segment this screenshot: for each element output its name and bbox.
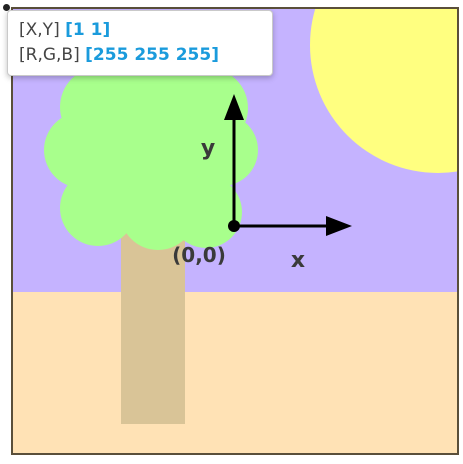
datatip-xy-label: [X,Y]	[19, 20, 60, 40]
datatip-rgb-row: [R,G,B] [255 255 255]	[19, 43, 272, 68]
datatip[interactable]: [X,Y] [1 1] [R,G,B] [255 255 255]	[7, 10, 273, 76]
image-frame	[11, 7, 459, 455]
coordinate-axes	[224, 94, 352, 236]
datatip-rgb-value: [255 255 255]	[85, 45, 219, 65]
origin-point	[228, 220, 240, 232]
y-axis-label: y	[201, 136, 215, 161]
datatip-xy-row: [X,Y] [1 1]	[19, 18, 272, 43]
sun-shape	[310, 8, 458, 173]
datatip-anchor-marker[interactable]	[3, 4, 10, 11]
tree-trunk	[121, 218, 185, 424]
datatip-xy-value: [1 1]	[65, 20, 111, 40]
origin-label: (0,0)	[172, 243, 226, 267]
tree-foliage	[44, 46, 258, 250]
datatip-rgb-label: [R,G,B]	[19, 45, 80, 65]
ground-region	[12, 292, 458, 454]
x-axis-label: x	[291, 248, 305, 273]
